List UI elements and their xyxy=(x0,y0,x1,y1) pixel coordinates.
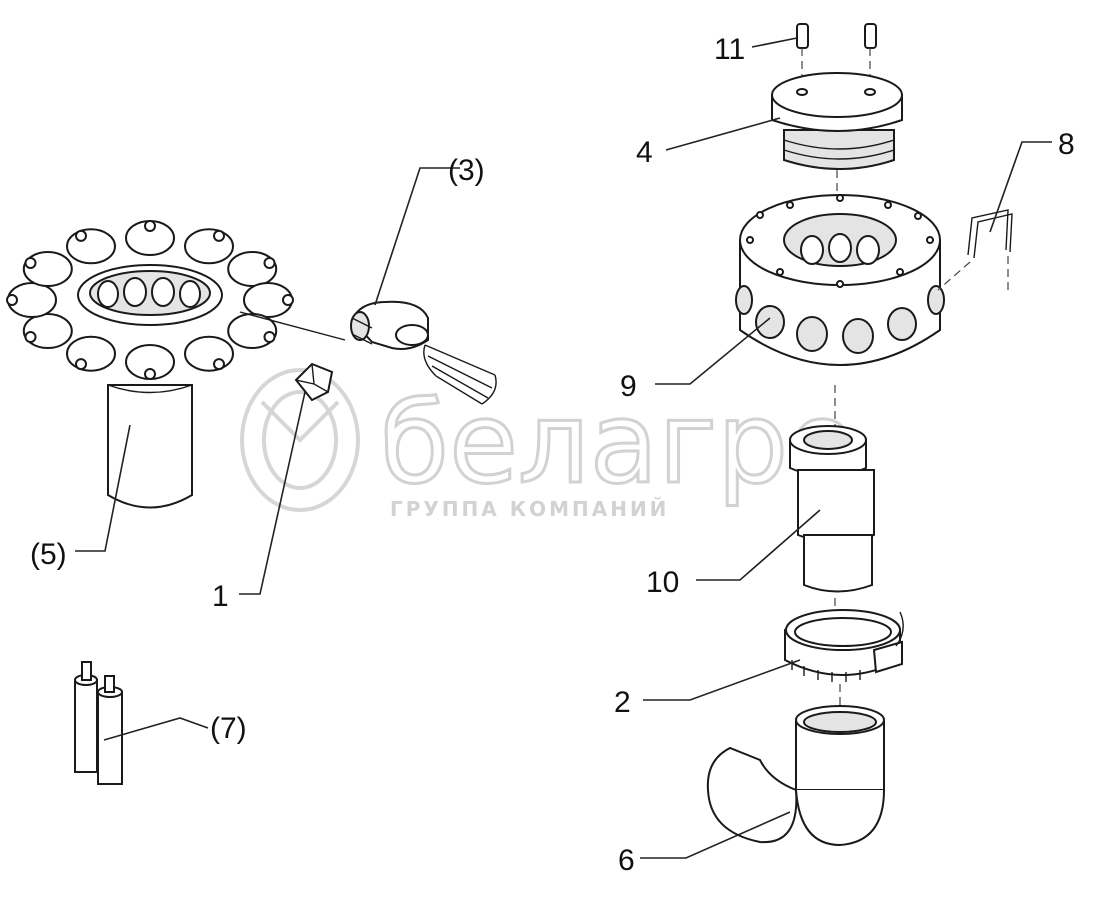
leader-lines xyxy=(75,37,1052,859)
distributor-lobe-cap xyxy=(24,331,37,343)
distributor-lobe-cap xyxy=(6,294,18,306)
distributor-lobe-cap xyxy=(75,358,87,371)
part-2-clamp xyxy=(784,609,904,682)
callout-8: 8 xyxy=(1058,128,1075,161)
distributor-outlet-lobe xyxy=(66,335,116,372)
distributor-lobe-cap xyxy=(213,358,225,371)
callout-5: (5) xyxy=(30,538,67,571)
part-6-outlet-elbow xyxy=(706,705,885,847)
part-3-elbow xyxy=(350,300,429,350)
watermark-subtitle: ГРУППА КОМПАНИЙ xyxy=(390,497,669,521)
part-1-fitting xyxy=(294,362,334,402)
distributor-outlet-lobe xyxy=(66,228,116,265)
distributor-outlet-lobe xyxy=(184,228,234,265)
callout-1: 1 xyxy=(212,580,229,613)
part-7-sleeves xyxy=(74,661,123,785)
watermark-brand: белагро xyxy=(380,379,857,509)
watermark-logo-mark xyxy=(240,368,360,512)
distributor-lobe-cap xyxy=(213,229,225,242)
part-4-cap xyxy=(771,72,903,170)
callout-4: 4 xyxy=(636,136,653,169)
callout-9: 9 xyxy=(620,370,637,403)
distributor-lobe-cap xyxy=(282,294,294,306)
distributor-lobe-cap xyxy=(24,257,37,269)
callout-10: 10 xyxy=(646,566,679,599)
part-5-distributor xyxy=(6,220,294,509)
distributor-outlet-lobe xyxy=(184,335,234,372)
callout-3: (3) xyxy=(448,154,485,187)
callout-7: (7) xyxy=(210,712,247,745)
distributor-lobe-cap xyxy=(263,257,276,269)
distributor-lobe-cap xyxy=(75,229,87,242)
distributor-lobe-cap xyxy=(144,220,156,232)
distributor-lobe-cap xyxy=(263,331,276,343)
part-9-manifold xyxy=(735,194,945,366)
watermark: белагро ГРУППА КОМПАНИЙ xyxy=(240,368,858,521)
part-10-nozzle xyxy=(789,425,875,593)
part-3-spring xyxy=(423,344,497,405)
distributor-lobe-cap xyxy=(144,368,156,380)
callout-6: 6 xyxy=(618,844,635,877)
part-11-pins xyxy=(796,23,877,92)
callout-11: 11 xyxy=(714,33,745,66)
callout-2: 2 xyxy=(614,686,631,719)
callouts: 11 4 8 9 10 2 6 (3) (5) 1 (7) xyxy=(30,33,1075,877)
part-8-clip xyxy=(937,209,1013,291)
